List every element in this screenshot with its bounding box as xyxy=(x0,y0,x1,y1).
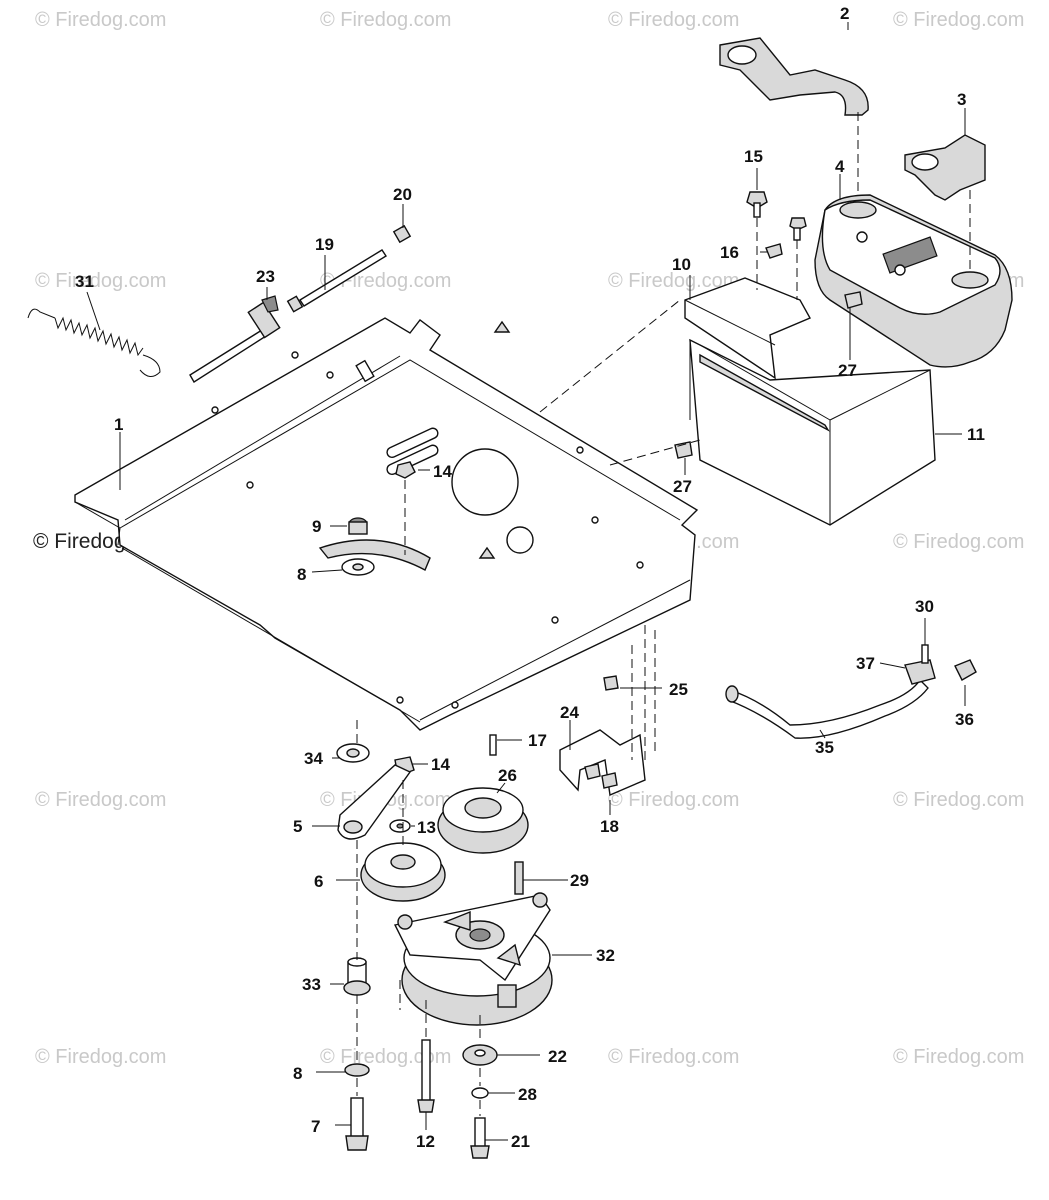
callout-10: 10 xyxy=(672,255,691,274)
plate-hardware xyxy=(341,461,416,576)
callout-6: 6 xyxy=(314,872,323,891)
exhaust-pipe-2 xyxy=(719,37,869,116)
callout-27: 27 xyxy=(838,361,857,380)
callout-26: 26 xyxy=(498,766,517,785)
callout-34: 34 xyxy=(304,749,323,768)
watermark: © Firedog.com xyxy=(35,9,166,31)
callout-31: 31 xyxy=(75,272,94,291)
idler-assembly xyxy=(336,743,529,902)
callout-36: 36 xyxy=(955,710,974,729)
leader-lines xyxy=(86,22,971,1141)
callout-33: 33 xyxy=(302,975,321,994)
mounting-plate xyxy=(74,317,699,731)
callout-32: 32 xyxy=(596,946,615,965)
watermark: © Firedog.com xyxy=(35,1046,166,1068)
watermark: © Firedog.com xyxy=(608,270,739,292)
watermark: © Firedog.com xyxy=(893,9,1024,31)
watermark: © Firedog.com xyxy=(608,789,739,811)
callout-3: 3 xyxy=(957,90,966,109)
watermark: © Firedog.com xyxy=(608,1046,739,1068)
callout-14: 14 xyxy=(431,755,450,774)
watermark: © Firedog.com xyxy=(893,1046,1024,1068)
callout-15: 15 xyxy=(744,147,763,166)
callout-24: 24 xyxy=(560,703,579,722)
callout-2: 2 xyxy=(840,4,849,23)
watermark: © Firedog.com xyxy=(320,9,451,31)
callout-1: 1 xyxy=(114,415,123,434)
callout-30: 30 xyxy=(915,597,934,616)
callout-27: 27 xyxy=(673,477,692,496)
callout-23: 23 xyxy=(256,267,275,286)
callout-35: 35 xyxy=(815,738,834,757)
clutch-bracket xyxy=(559,675,646,797)
callout-5: 5 xyxy=(293,817,302,836)
callout-11: 11 xyxy=(967,425,985,444)
callout-13: 13 xyxy=(417,818,436,837)
callout-28: 28 xyxy=(518,1085,537,1104)
key-17 xyxy=(489,734,497,756)
fuel-line xyxy=(725,644,977,739)
key-29 xyxy=(514,861,524,895)
extension-spring xyxy=(27,308,161,377)
callout-25: 25 xyxy=(669,680,688,699)
callout-16: 16 xyxy=(720,243,739,262)
watermark: © Firedog.com xyxy=(320,1046,451,1068)
heat-shield xyxy=(689,338,936,526)
callout-4: 4 xyxy=(835,157,845,176)
watermark: © Firedog.com xyxy=(35,270,166,292)
callout-29: 29 xyxy=(570,871,589,890)
watermark: © Firedog.com xyxy=(893,789,1024,811)
callout-7: 7 xyxy=(311,1117,320,1136)
electric-clutch xyxy=(393,892,553,1026)
callout-19: 19 xyxy=(315,235,334,254)
watermark: © Firedog.com xyxy=(35,789,166,811)
lower-hardware xyxy=(343,957,498,1159)
callout-12: 12 xyxy=(416,1132,435,1151)
muffler xyxy=(814,194,1013,368)
callout-labels: 2 3 15 4 20 19 16 23 31 10 27 1 11 14 27… xyxy=(75,4,985,1151)
rod-assembly xyxy=(189,224,412,383)
watermark: © Firedog.com xyxy=(608,9,739,31)
callout-22: 22 xyxy=(548,1047,567,1066)
callout-37: 37 xyxy=(856,654,875,673)
callout-20: 20 xyxy=(393,185,412,204)
callout-8: 8 xyxy=(293,1064,302,1083)
callout-21: 21 xyxy=(511,1132,530,1151)
watermark: © Firedog.com xyxy=(893,531,1024,553)
exhaust-pipe-3 xyxy=(904,134,986,201)
callout-8: 8 xyxy=(297,565,306,584)
callout-17: 17 xyxy=(528,731,547,750)
callout-14: 14 xyxy=(433,462,452,481)
callout-9: 9 xyxy=(312,517,321,536)
callout-18: 18 xyxy=(600,817,619,836)
muffler-bracket xyxy=(684,277,811,380)
